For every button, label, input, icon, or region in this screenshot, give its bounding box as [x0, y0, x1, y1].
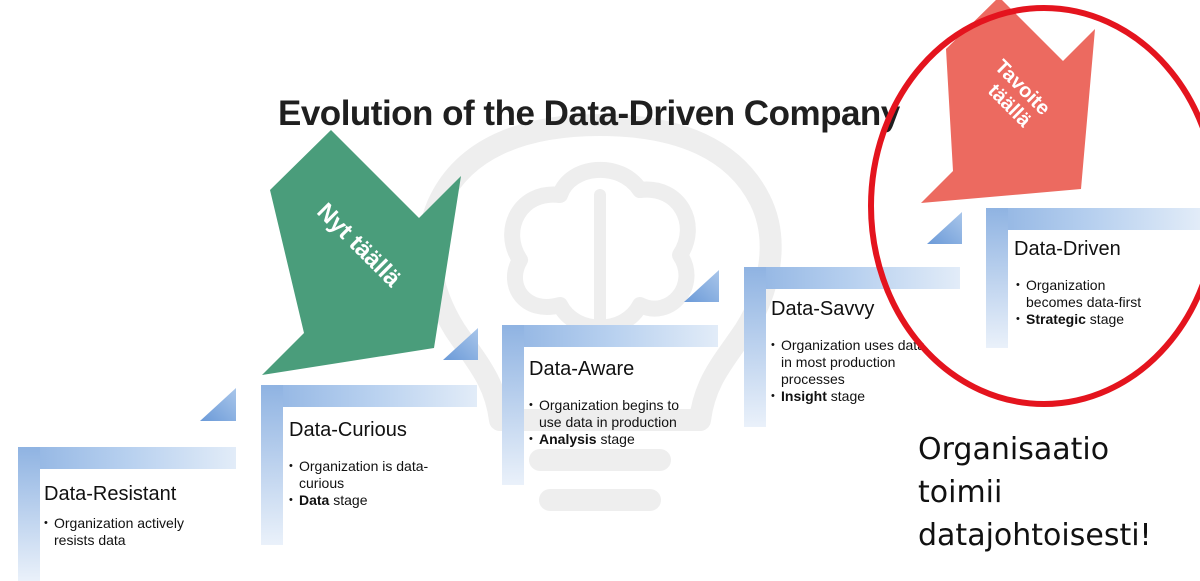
target-arrow: Tavoite täällä — [921, 0, 1095, 203]
stage-bullet: Organization is data-curious — [289, 458, 469, 492]
stage-bullet: Analysis stage — [529, 431, 704, 448]
step-data-aware-shape — [443, 325, 718, 485]
step-data-driven-shape — [927, 208, 1200, 348]
stage-bullets-data-driven: Organization becomes data-first Strategi… — [1016, 277, 1166, 328]
stage-bullets-data-aware: Organization begins to use data in produ… — [529, 397, 704, 448]
step-data-savvy-shape — [684, 267, 960, 427]
stage-bullet: Organization becomes data-first — [1016, 277, 1166, 311]
stage-bullet: Organization begins to use data in produ… — [529, 397, 704, 431]
stage-title-data-aware: Data-Aware — [529, 358, 635, 380]
diagram-title: Evolution of the Data-Driven Company — [278, 94, 900, 133]
stage-bullet: Organization uses data in most productio… — [771, 337, 936, 388]
stage-bullet: Data stage — [289, 492, 469, 509]
stage-bullet: Organization actively resists data — [44, 515, 204, 549]
stage-title-data-driven: Data-Driven — [1014, 238, 1121, 260]
stage-bullet: Insight stage — [771, 388, 936, 405]
stage-title-data-savvy: Data-Savvy — [771, 298, 875, 320]
stage-bullets-data-curious: Organization is data-curious Data stage — [289, 458, 469, 509]
step-data-curious-shape — [200, 385, 477, 545]
annotation-note: Organisaatio toimii datajohtoisesti! — [918, 432, 1152, 553]
step-data-resistant-shape — [18, 447, 236, 581]
stage-title-data-curious: Data-Curious — [289, 419, 407, 441]
highlight-circle — [868, 5, 1200, 407]
stage-bullets-data-savvy: Organization uses data in most productio… — [771, 337, 936, 405]
stage-title-data-resistant: Data-Resistant — [44, 483, 177, 505]
stage-bullet: Strategic stage — [1016, 311, 1166, 328]
stage-bullets-data-resistant: Organization actively resists data — [44, 515, 204, 549]
current-position-arrow: Nyt täällä — [262, 130, 461, 375]
